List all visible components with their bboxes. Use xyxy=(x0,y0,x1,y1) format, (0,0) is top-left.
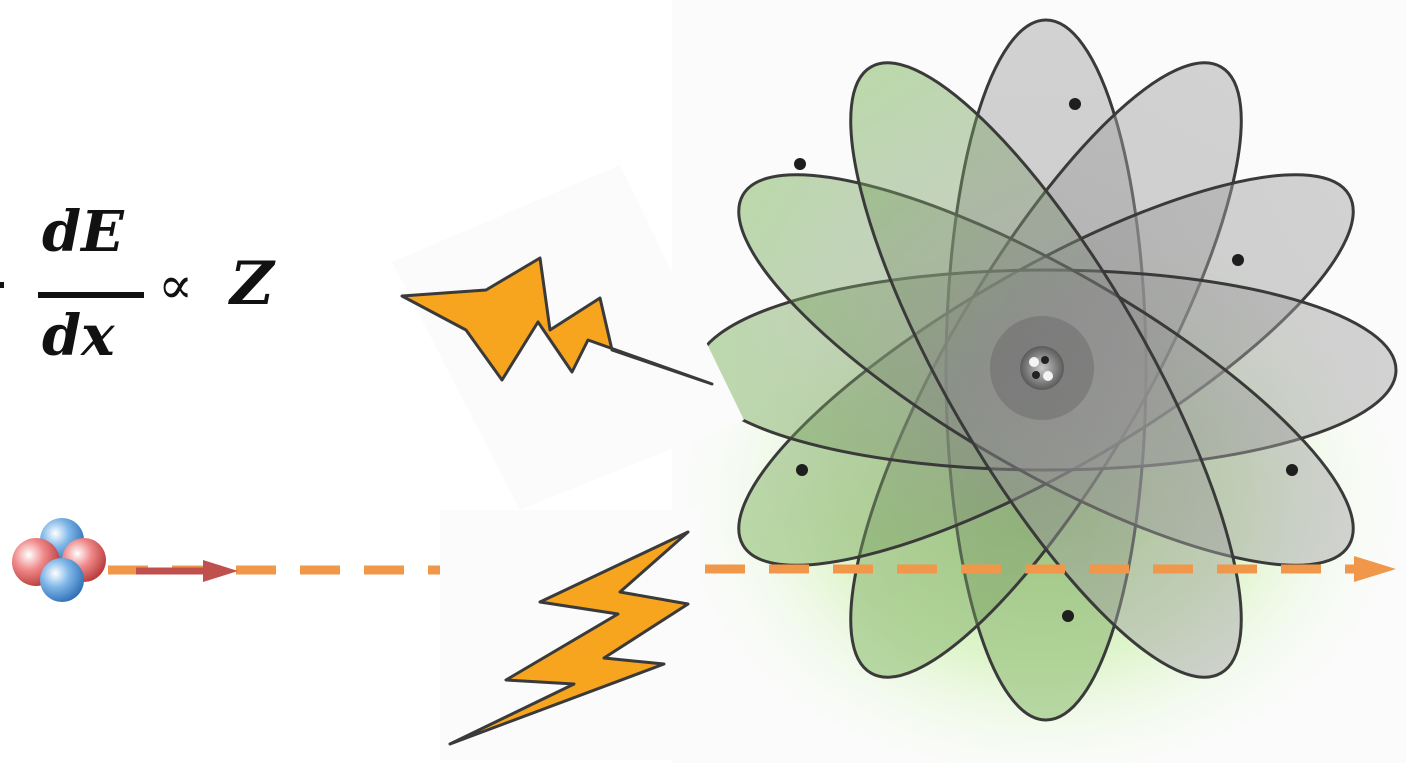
stopping-power-formula: dE dx ∝ Z xyxy=(0,200,322,390)
electron-icon xyxy=(796,464,808,476)
electron-icon xyxy=(1069,98,1081,110)
lightning-bolt-icon xyxy=(440,510,702,760)
particle-arrow-head xyxy=(203,560,238,582)
nucleus-icon xyxy=(990,316,1094,420)
electron-icon xyxy=(1286,464,1298,476)
atom-icon xyxy=(660,0,1406,763)
electron-icon xyxy=(1062,610,1074,622)
formula-denominator: dx xyxy=(42,304,115,368)
formula-proportional-symbol: ∝ xyxy=(158,254,193,318)
electron-icon xyxy=(1232,254,1244,266)
formula-minus-sign xyxy=(0,282,4,288)
alpha-particle-icon xyxy=(12,518,106,602)
electron-icon xyxy=(794,158,806,170)
formula-fraction-bar xyxy=(38,292,144,298)
formula-atomic-number: Z xyxy=(230,252,274,316)
formula-numerator: dE xyxy=(42,200,124,264)
